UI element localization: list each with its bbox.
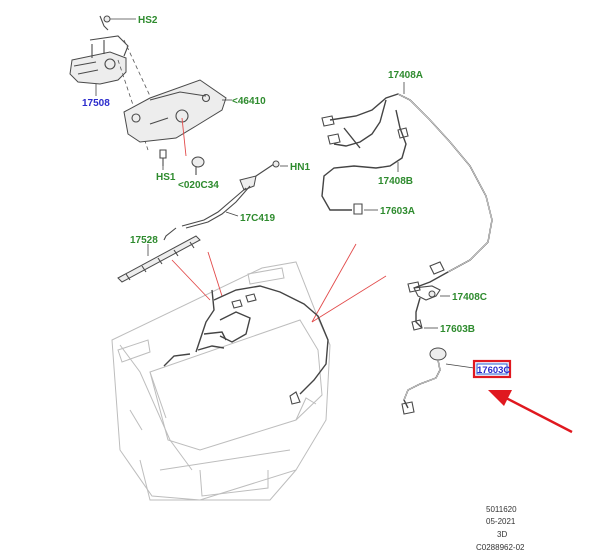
callout-17603a[interactable]: 17603A — [380, 206, 415, 217]
reference-line — [311, 275, 387, 323]
callout-17603b[interactable]: 17603B — [440, 324, 475, 335]
leader-17c419 — [225, 211, 239, 217]
meta-code: 5011620 — [486, 505, 517, 514]
meta-date: 05-2021 — [486, 517, 516, 526]
reference-line — [207, 251, 223, 297]
wiper-arm — [163, 160, 280, 241]
wiper-blade — [117, 235, 201, 283]
callout-17408b[interactable]: 17408B — [378, 176, 413, 187]
callout-hn1[interactable]: HN1 — [290, 162, 310, 173]
motor-cover — [123, 79, 227, 157]
callout-17408c[interactable]: 17408C — [452, 292, 487, 303]
wiper-motor — [69, 15, 129, 85]
callout-17528[interactable]: 17528 — [130, 235, 158, 246]
callout-hs2[interactable]: HS2 — [138, 15, 158, 26]
highlight-selection — [476, 363, 508, 375]
callout-17508[interactable]: 17508 — [82, 98, 110, 109]
alignment-line — [123, 39, 151, 97]
connector-17408c — [413, 285, 441, 301]
reference-line — [311, 243, 357, 323]
callout-17408a[interactable]: 17408A — [388, 70, 423, 81]
hose-17603b — [411, 297, 423, 331]
callout-17603c[interactable]: 17603C — [477, 365, 510, 376]
tailgate-body — [111, 261, 331, 501]
screw-hs1 — [159, 149, 167, 166]
hose-17603c — [401, 347, 447, 415]
reference-line — [171, 259, 211, 301]
leader-17603c — [445, 363, 475, 369]
meta-reference: C0288962-02 — [476, 543, 525, 552]
callout-17c419[interactable]: 17C419 — [240, 213, 275, 224]
pointer-arrow — [488, 390, 573, 434]
meta-view: 3D — [497, 530, 507, 539]
callout-020c34[interactable]: <020C34 — [178, 180, 219, 191]
callout-hs1[interactable]: HS1 — [156, 172, 176, 183]
callout-46410[interactable]: <46410 — [232, 96, 266, 107]
main-harness — [321, 93, 493, 293]
nozzle-020c34 — [191, 156, 205, 175]
tailgate-harness — [163, 285, 329, 405]
